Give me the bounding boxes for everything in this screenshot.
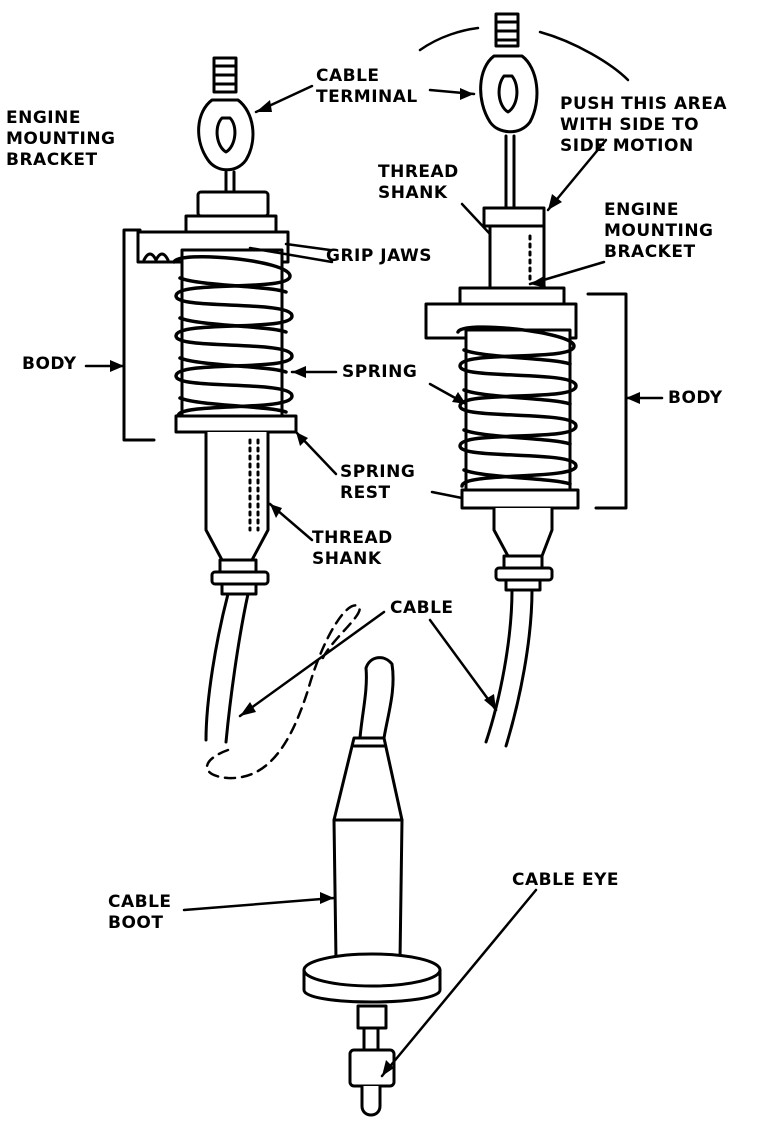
right-assembly (418, 12, 630, 748)
right-cable (484, 588, 514, 744)
left-cable-terminal (197, 56, 255, 194)
left-cable (204, 592, 230, 742)
push-area-label: PUSH THIS AREA WITH SIDE TO SIDE MOTION (560, 94, 727, 156)
right-spring-rest (460, 488, 580, 510)
right-body-brace (586, 292, 628, 510)
body-left-label: BODY (22, 354, 77, 374)
right-thread-shank-bottom (492, 506, 554, 592)
cable-terminal-label: CABLE TERMINAL (316, 66, 418, 107)
left-grip-cap (196, 190, 270, 218)
right-spring (456, 325, 578, 488)
right-thread-shank-top (488, 224, 546, 290)
grip-jaws-label: GRIP JAWS (326, 246, 432, 266)
body-right-label: BODY (668, 388, 723, 408)
thread-shank-bottom-label: THREAD SHANK (312, 528, 393, 569)
cable-boot-assembly (302, 656, 442, 1117)
cable-boot-label: CABLE BOOT (108, 892, 172, 933)
left-assembly (136, 56, 298, 744)
left-spring (172, 254, 294, 418)
arrowheads (110, 88, 640, 1076)
cable-loop-dashed (206, 604, 361, 780)
cable-eye-label: CABLE EYE (512, 870, 619, 890)
left-body-brace (122, 228, 156, 442)
spring-label: SPRING (342, 362, 418, 382)
right-cable-terminal (479, 12, 539, 210)
cable-label: CABLE (390, 598, 454, 618)
right-engine-bracket-label: ENGINE MOUNTING BRACKET (604, 200, 714, 262)
left-thread-shank (204, 430, 270, 596)
spring-rest-label: SPRING REST (340, 462, 416, 503)
thread-shank-top-label: THREAD SHANK (378, 162, 459, 203)
left-engine-bracket-label: ENGINE MOUNTING BRACKET (6, 108, 116, 170)
left-spring-rest (174, 414, 298, 434)
